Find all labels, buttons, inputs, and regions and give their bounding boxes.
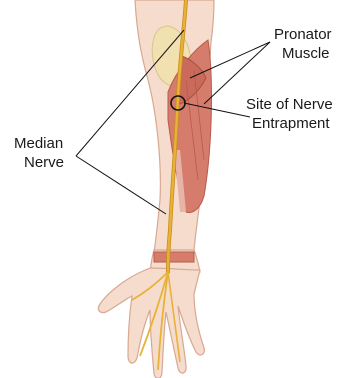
label-pronator-line2: Muscle xyxy=(282,45,330,62)
leader-pronator-2 xyxy=(204,42,270,104)
label-site-line2: Entrapment xyxy=(252,115,330,132)
label-median-line1: Median xyxy=(14,135,63,152)
label-site-line1: Site of Nerve xyxy=(246,96,333,113)
label-pronator-line1: Pronator xyxy=(274,26,332,43)
leader-median-2 xyxy=(76,156,166,214)
wrist-tendon-band xyxy=(154,252,194,262)
label-median-line2: Nerve xyxy=(24,154,64,171)
